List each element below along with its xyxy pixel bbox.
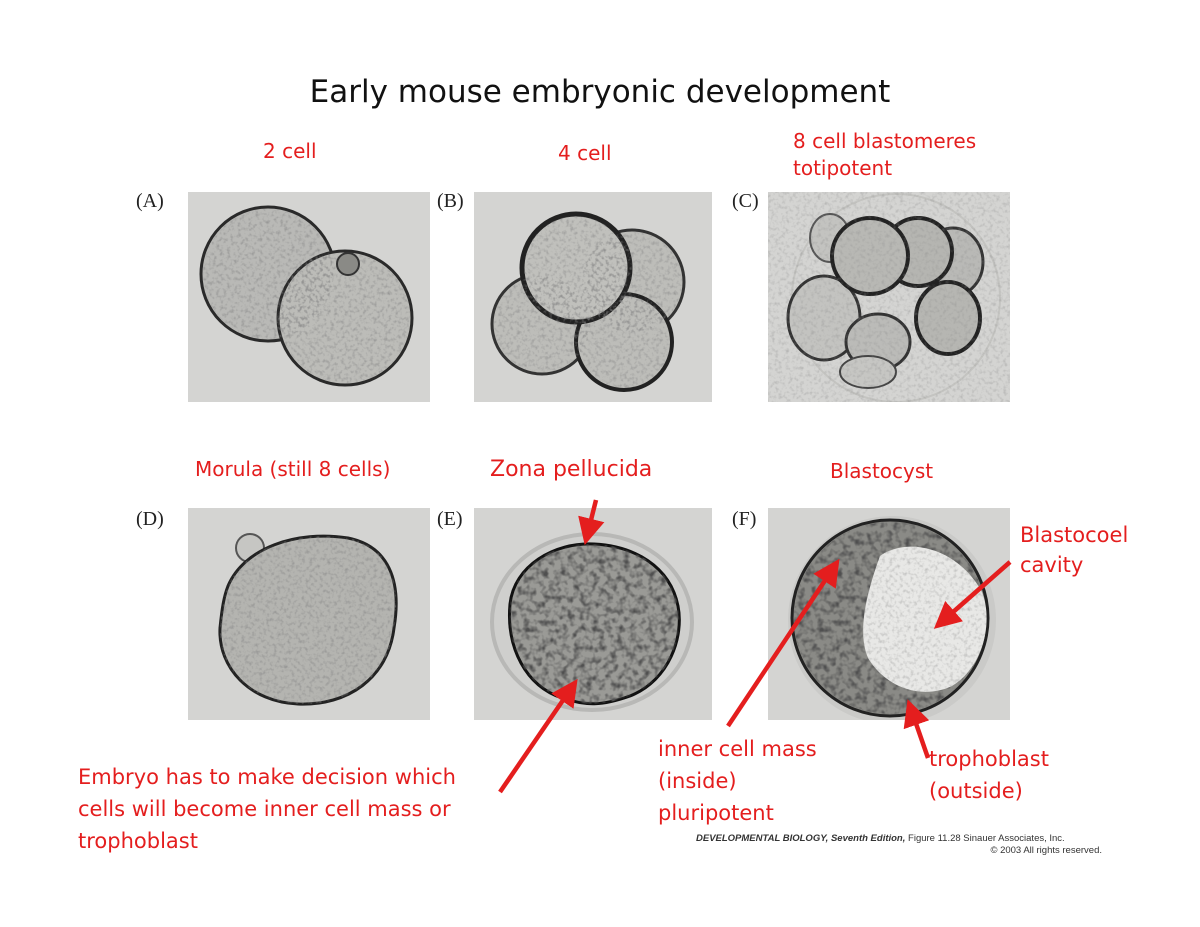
micrograph-8-cell bbox=[768, 192, 1010, 402]
credit-publisher: Sinauer Associates, Inc. bbox=[960, 833, 1065, 844]
credit-book: DEVELOPMENTAL BIOLOGY, Seventh Edition, bbox=[696, 833, 906, 844]
label-2-cell: 2 cell bbox=[263, 139, 317, 163]
credit-rights: © 2003 All rights reserved. bbox=[990, 845, 1102, 856]
micrograph-2-cell bbox=[188, 192, 430, 402]
page-title: Early mouse embryonic development bbox=[309, 74, 891, 110]
panel-letter-e: (E) bbox=[437, 508, 463, 530]
figure-credit: DEVELOPMENTAL BIOLOGY, Seventh Edition, … bbox=[696, 833, 1102, 857]
panel-letter-b: (B) bbox=[437, 190, 464, 212]
label-morula: Morula (still 8 cells) bbox=[195, 457, 391, 481]
micrograph-blastocyst bbox=[768, 508, 1010, 720]
panel-letter-a: (A) bbox=[136, 190, 164, 212]
note-inner-cell-mass: inner cell mass (inside) pluripotent bbox=[658, 737, 817, 825]
micrograph-zona-pellucida bbox=[474, 508, 712, 720]
note-blastocoel-cavity: Blastocoel cavity bbox=[1020, 523, 1129, 577]
panel-letter-d: (D) bbox=[136, 508, 164, 530]
label-8-cell-line2: totipotent bbox=[793, 156, 893, 180]
credit-figure: Figure 11.28 bbox=[905, 833, 961, 844]
micrograph-4-cell bbox=[474, 192, 712, 402]
note-trophoblast: trophoblast (outside) bbox=[929, 747, 1049, 803]
label-8-cell: 8 cell blastomeres totipotent bbox=[793, 128, 976, 182]
label-blastocyst: Blastocyst bbox=[830, 459, 934, 483]
label-8-cell-line1: 8 cell blastomeres bbox=[793, 129, 977, 153]
micrograph-morula bbox=[188, 508, 430, 720]
panel-letter-c: (C) bbox=[732, 190, 759, 212]
polar-body bbox=[336, 252, 360, 276]
label-4-cell: 4 cell bbox=[558, 141, 612, 165]
label-zona-pellucida: Zona pellucida bbox=[490, 457, 653, 482]
note-decision: Embryo has to make decision which cells … bbox=[78, 765, 456, 853]
panel-letter-f: (F) bbox=[732, 508, 757, 530]
